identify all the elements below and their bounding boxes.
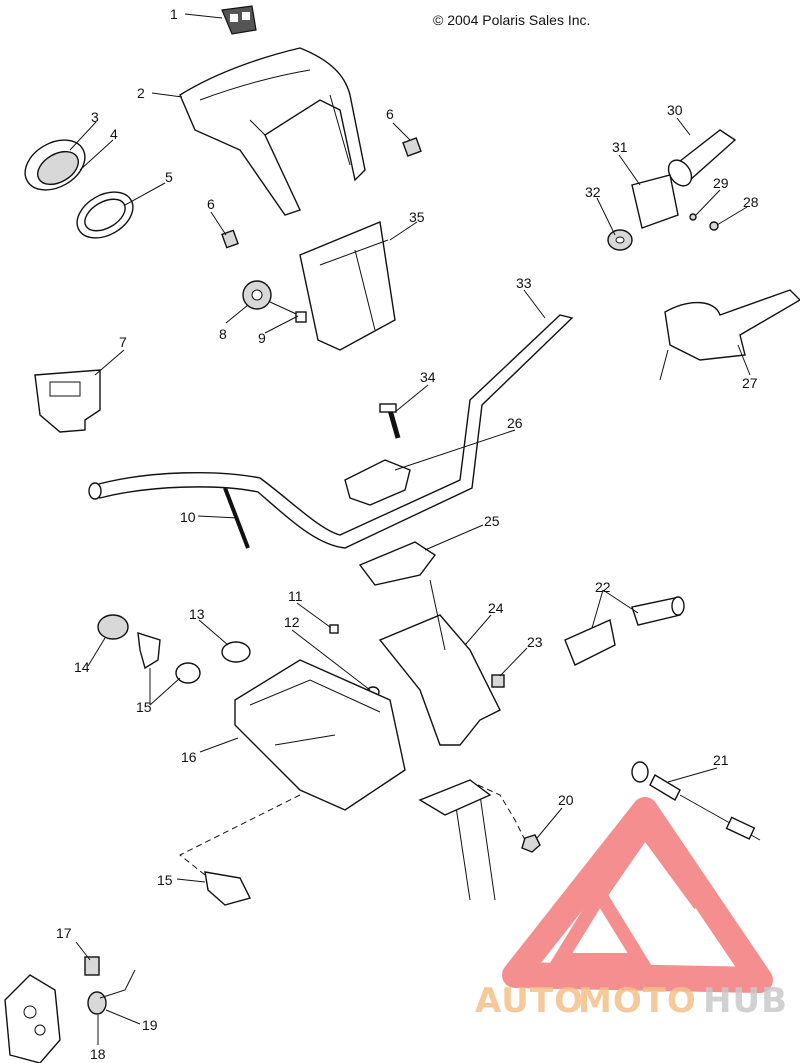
watermark-logo xyxy=(502,797,773,993)
callout-16: 16 xyxy=(181,749,197,765)
part-7-gauge xyxy=(34,369,101,433)
part-33-handlebar xyxy=(88,314,574,549)
part-34-bolt xyxy=(379,403,401,439)
callout-28: 28 xyxy=(743,194,759,210)
callout-25: 25 xyxy=(484,513,500,529)
callout-19: 19 xyxy=(142,1017,158,1033)
watermark-moto: MOTO xyxy=(578,981,697,1021)
part-5-ring xyxy=(76,191,134,239)
callout-10: 10 xyxy=(180,509,196,525)
callout-35: 35 xyxy=(409,209,425,225)
callout-32: 32 xyxy=(585,184,601,200)
watermark-auto: AUTO xyxy=(475,981,584,1021)
part-25-clamp-lower xyxy=(358,541,437,586)
part-18-housing xyxy=(4,974,61,1063)
callout-22: 22 xyxy=(595,579,611,595)
part-35-headlight xyxy=(299,221,396,351)
callout-5: 5 xyxy=(165,169,173,185)
part-23-screw xyxy=(491,674,505,688)
callout-7: 7 xyxy=(119,334,127,350)
part-1-connector xyxy=(221,5,257,35)
part-16-lower-pod xyxy=(234,659,406,811)
callout-30: 30 xyxy=(667,102,683,118)
dashed-leader-16-15 xyxy=(179,794,301,876)
part-2-hood xyxy=(179,47,366,216)
part-14-knob xyxy=(97,614,129,640)
callout-33: 33 xyxy=(516,275,532,291)
part-27-brake-lever xyxy=(659,289,800,381)
watermark-hub: HUB xyxy=(703,981,788,1021)
callout-13: 13 xyxy=(189,606,205,622)
part-22-grip xyxy=(564,596,685,666)
callout-18: 18 xyxy=(90,1046,106,1062)
part-15-bracket xyxy=(137,632,201,684)
callout-29: 29 xyxy=(713,175,729,191)
callout-24: 24 xyxy=(488,600,504,616)
callout-31: 31 xyxy=(612,139,628,155)
callout-9: 9 xyxy=(258,330,266,346)
steering-post xyxy=(418,579,526,901)
part-11-clip xyxy=(329,624,339,634)
part-9-shaft xyxy=(269,301,307,323)
callout-27: 27 xyxy=(742,375,758,391)
part-30-grip xyxy=(667,129,737,187)
part-20-nut xyxy=(521,834,541,853)
callout-21: 21 xyxy=(713,752,729,768)
part-17-screw xyxy=(84,956,100,976)
part-3-4-lens xyxy=(24,139,86,191)
callout-leaders xyxy=(69,13,751,1045)
callout-8: 8 xyxy=(219,326,227,342)
callout-20: 20 xyxy=(558,792,574,808)
callout-34: 34 xyxy=(420,369,436,385)
callout-23: 23 xyxy=(527,634,543,650)
callout-11: 11 xyxy=(288,588,303,604)
part-8-sprocket xyxy=(242,280,272,310)
callout-2: 2 xyxy=(137,85,145,101)
callout-6a: 6 xyxy=(386,106,394,122)
callout-12: 12 xyxy=(284,614,300,630)
callout-26: 26 xyxy=(507,415,523,431)
part-6-screw-a xyxy=(402,137,422,157)
callout-1: 1 xyxy=(170,6,178,22)
callout-14: 14 xyxy=(74,659,90,675)
part-32-washer xyxy=(607,229,633,251)
callout-15b: 15 xyxy=(157,872,173,888)
callout-17: 17 xyxy=(56,925,72,941)
part-15-connector xyxy=(204,871,252,906)
part-21-cable xyxy=(631,761,761,841)
callout-6b: 6 xyxy=(207,196,215,212)
part-28-29-screws xyxy=(689,213,719,231)
watermark-text: AUTO MOTO HUB xyxy=(475,981,788,1021)
callout-15a: 15 xyxy=(136,699,152,715)
callout-4: 4 xyxy=(110,126,118,142)
part-31-housing xyxy=(631,174,679,229)
part-13-switch xyxy=(221,641,251,663)
part-24-bracket xyxy=(378,614,501,746)
part-19-socket xyxy=(87,969,136,1015)
part-26-clamp-upper xyxy=(344,459,411,506)
copyright-text: © 2004 Polaris Sales Inc. xyxy=(433,12,591,28)
callout-3: 3 xyxy=(91,109,99,125)
